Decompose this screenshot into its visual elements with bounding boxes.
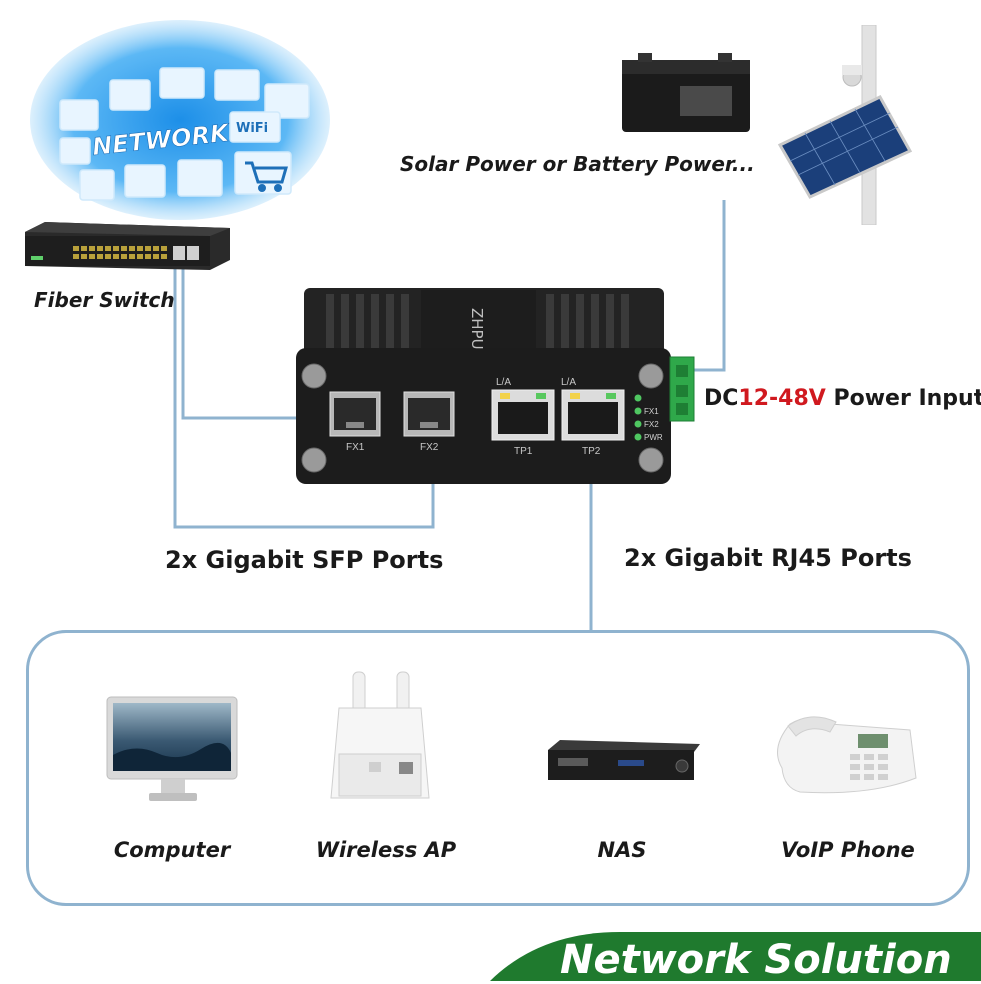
endpoint-label-nas: NAS <box>597 838 647 862</box>
fiber-switch-image <box>25 222 230 270</box>
network-cloud-graphic: NETWORK WiFi <box>30 20 330 220</box>
power-input-label: DC12-48V Power Input <box>704 386 981 411</box>
endpoint-label-voip-phone: VoIP Phone <box>781 838 915 862</box>
endpoint-label-wireless-ap: Wireless AP <box>315 838 457 862</box>
rj45-ports-label: 2x Gigabit RJ45 Ports <box>624 544 912 572</box>
tp1-label: TP1 <box>514 446 533 457</box>
sfp-port-fx2 <box>403 391 455 437</box>
wireless-ap-icon <box>330 671 430 799</box>
wifi-word: WiFi <box>236 121 268 136</box>
power-input-suffix: Power Input <box>825 386 981 411</box>
endpoints-box <box>26 630 970 906</box>
la-label-2: L/A <box>561 377 576 388</box>
power-source-label: Solar Power or Battery Power... <box>400 152 755 176</box>
nas-icon <box>548 740 700 780</box>
media-converter-device: FX1 FX2 L/A L/A TP1 TP2 FX1 FX2 PWR ZHPU <box>296 288 671 484</box>
banner-title: Network Solution <box>560 937 952 983</box>
fx1-label: FX1 <box>346 442 365 453</box>
computer-icon <box>106 696 238 801</box>
sfp-port-fx1 <box>329 391 381 437</box>
la-label-1: L/A <box>496 377 511 388</box>
fiber-switch-label: Fiber Switch <box>34 288 175 312</box>
power-input-prefix: DC <box>704 386 739 411</box>
endpoint-label-computer: Computer <box>113 838 231 862</box>
led-fx1-label: FX1 <box>644 407 659 416</box>
fx2-label: FX2 <box>420 442 439 453</box>
power-input-range: 12-48V <box>738 386 826 411</box>
brand-logo: ZHPU <box>468 308 486 350</box>
rj45-port-tp1 <box>491 389 555 441</box>
led-fx2-label: FX2 <box>644 420 659 429</box>
rj45-port-tp2 <box>561 389 625 441</box>
solar-panel-image <box>777 25 913 225</box>
battery-image <box>622 53 750 132</box>
led-pwr-label: PWR <box>644 433 663 442</box>
tp2-label: TP2 <box>582 446 601 457</box>
sfp-ports-label: 2x Gigabit SFP Ports <box>165 546 444 574</box>
dc-terminal-block <box>669 356 695 422</box>
banner-background <box>490 932 981 981</box>
voip-phone-icon <box>777 716 917 794</box>
